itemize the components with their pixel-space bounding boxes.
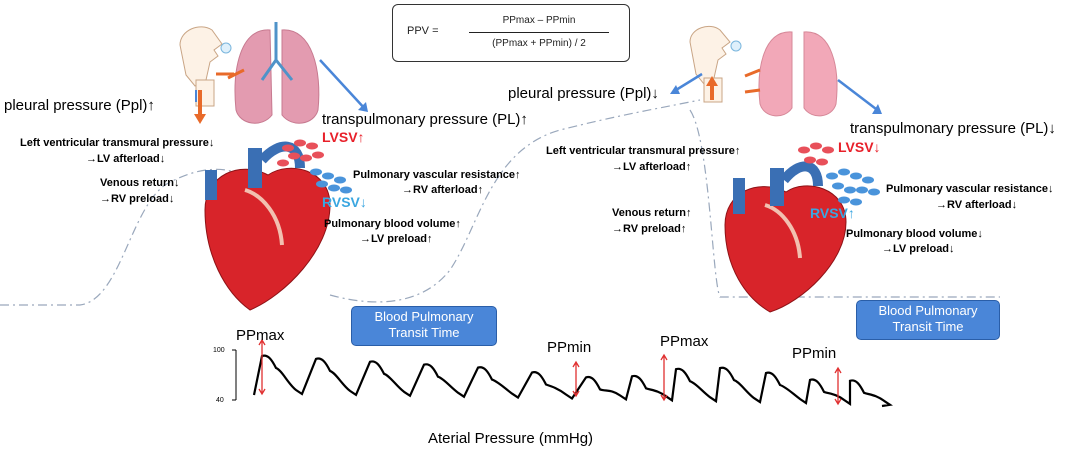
heart-icon-2 (724, 161, 847, 313)
lungs-icon (234, 22, 320, 124)
pleural-pressure-label-2: pleural pressure (Ppl)↓ (508, 85, 659, 102)
blood-cells-red-icon (277, 139, 324, 167)
pvr-line2: →RV afterload↑ (402, 184, 483, 196)
formula-fraction-bar (469, 32, 609, 33)
formula-lhs: PPV = (407, 25, 439, 37)
transit-time-line2-2: Transit Time (892, 319, 964, 334)
venous-return-line1: Venous return↓ (100, 177, 179, 189)
arrow-pleural-right (675, 72, 703, 92)
ppmax-label-1: PPmax (236, 327, 285, 344)
ppmax-label-2: PPmax (660, 333, 709, 350)
lv-transmural-line1: Left ventricular transmural pressure↓ (20, 137, 214, 149)
transit-time-box-1: Blood Pulmonary Transit Time (351, 306, 497, 346)
respiratory-curve (0, 99, 1000, 306)
transpulmonary-pressure-label: transpulmonary pressure (PL)↑ (322, 111, 528, 128)
pvr-line1: Pulmonary vascular resistance↑ (353, 169, 521, 181)
pleural-pressure-label: pleural pressure (Ppl)↑ (4, 97, 155, 114)
y-tick-bottom: 40 (216, 397, 224, 404)
pvr-line2-2: →RV afterload↓ (936, 199, 1017, 211)
formula-numerator: PPmax – PPmin (502, 15, 576, 26)
pp-arrows (258, 338, 842, 406)
pp-arrow (660, 353, 668, 402)
arrow-transpulmonary-right (837, 79, 881, 113)
pbv-line2: →LV preload↑ (360, 233, 433, 245)
pp-arrow (572, 360, 580, 398)
waveform-axis (232, 349, 237, 401)
pbv-line1-2: Pulmonary blood volume↓ (846, 228, 983, 240)
venous-return-line1-2: Venous return↑ (612, 207, 691, 219)
blood-cells-blue-icon (310, 168, 352, 194)
blood-cells-blue-icon-2 (826, 168, 880, 206)
rvsv-label: RVSV↓ (322, 194, 367, 210)
transit-time-line1: Blood Pulmonary (374, 309, 474, 324)
lv-transmural-line1-2: Left ventricular transmural pressure↑ (546, 145, 740, 157)
lv-transmural-line2: →LV afterload↓ (86, 153, 165, 165)
y-tick-top: 100 (213, 347, 225, 354)
waveform-caption: Aterial Pressure (mmHg) (428, 430, 593, 447)
arrow-transpulmonary-left (319, 59, 367, 111)
venous-return-line2-2: →RV preload↑ (612, 223, 686, 235)
transit-time-line2: Transit Time (388, 325, 460, 340)
lungs-icon-2 (758, 31, 838, 117)
lvsv-label: LVSV↑ (322, 129, 365, 145)
transpulmonary-pressure-label-2: transpulmonary pressure (PL)↓ (850, 120, 1056, 137)
lvsv-label-2: LVSV↓ (838, 139, 881, 155)
venous-return-line2: →RV preload↓ (100, 193, 174, 205)
transit-time-line1-2: Blood Pulmonary (878, 303, 978, 318)
pp-arrow (258, 338, 266, 396)
pbv-line2-2: →LV preload↓ (882, 243, 955, 255)
ppv-formula-box: PPV = PPmax – PPmin (PPmax + PPmin) / 2 (392, 4, 630, 62)
ppmin-label-1: PPmin (547, 339, 591, 356)
lv-transmural-line2-2: →LV afterload↑ (612, 161, 691, 173)
rvsv-label-2: RVSV↑ (810, 205, 855, 221)
pp-arrow (834, 366, 842, 406)
patient-head-icon (179, 26, 232, 124)
pvr-line1-2: Pulmonary vascular resistance↓ (886, 183, 1054, 195)
patient-head-icon-2 (689, 26, 742, 103)
transit-time-box-2: Blood Pulmonary Transit Time (856, 300, 1000, 340)
formula-denominator: (PPmax + PPmin) / 2 (492, 38, 586, 49)
blood-cells-red-icon-2 (798, 142, 834, 166)
ppmin-label-2: PPmin (792, 345, 836, 362)
pbv-line1: Pulmonary blood volume↑ (324, 218, 461, 230)
arterial-pressure-wave (252, 354, 893, 408)
